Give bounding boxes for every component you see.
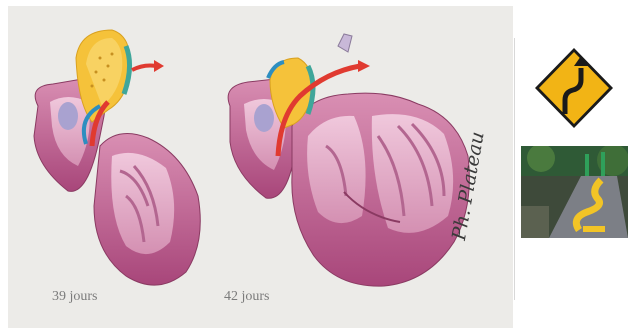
caption-39-days: 39 jours: [52, 289, 98, 305]
winding-road-sign-icon: [521, 40, 628, 138]
winding-road-sign-image: [521, 40, 628, 138]
path-with-yellow-marking-icon: [521, 146, 628, 238]
divider: [514, 38, 515, 300]
heart-39-days: [34, 30, 200, 285]
path-photo-image: [521, 146, 628, 238]
heart-42-days: [228, 34, 469, 286]
heart-illustration: 39 jours 42 jours: [8, 6, 513, 328]
heart-drawings: [8, 6, 513, 328]
caption-42-days: 42 jours: [224, 289, 270, 305]
